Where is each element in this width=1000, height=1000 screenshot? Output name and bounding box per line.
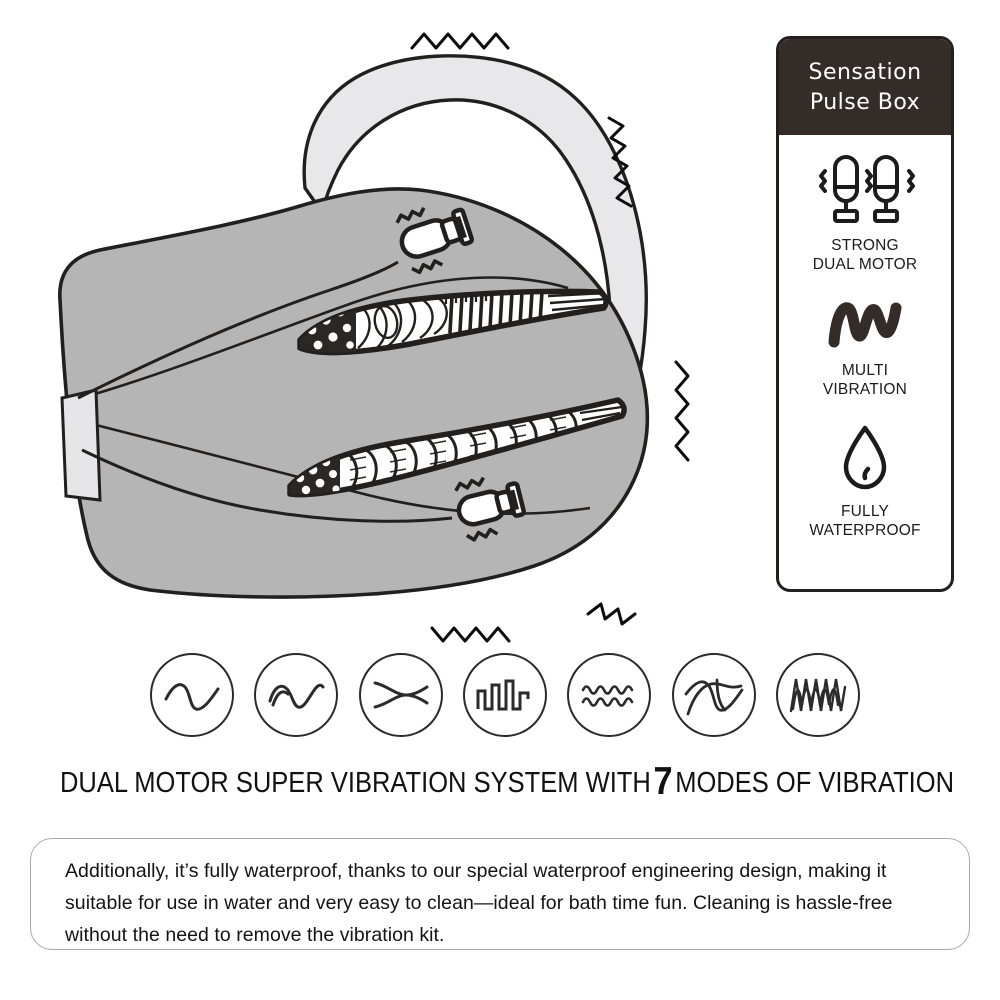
feature-multi-vibration: MULTI VIBRATION: [779, 300, 951, 399]
bullet-vibrator-lower: [81, 448, 526, 542]
mode-icon-sine-wave: [150, 653, 234, 737]
stroker-cutaway-illustration: [0, 0, 760, 650]
description-box: Additionally, it’s fully waterproof, tha…: [30, 838, 970, 950]
mode-icon-double-wave: [254, 653, 339, 737]
water-drop-icon: [834, 423, 896, 493]
feature-label-dual-motor: STRONG DUAL MOTOR: [813, 236, 917, 274]
mode-icon-crossing-waves: [358, 653, 443, 737]
description-text: Additionally, it’s fully waterproof, tha…: [65, 860, 893, 946]
panel-title-line2: Pulse Box: [809, 90, 921, 115]
mode-icon-tall-zigzag: [775, 653, 860, 737]
panel-header: Sensation Pulse Box: [779, 39, 951, 135]
sensation-pulse-box-panel: Sensation Pulse Box: [776, 36, 954, 592]
caption-mode-count: 7: [653, 760, 673, 803]
feature-label-line2: WATERPROOF: [809, 522, 921, 539]
mode-icon-square-wave: [462, 653, 547, 737]
masturbator-body-cutaway: [58, 187, 650, 599]
feature-label-line1: MULTI: [841, 362, 889, 379]
page-title: DUAL MOTOR SUPER VIBRATION SYSTEM WITH7M…: [60, 760, 954, 803]
feature-label-line2: DUAL MOTOR: [812, 256, 918, 273]
vibration-marks: [410, 32, 690, 643]
feature-label-multi-vibration: MULTI VIBRATION: [823, 361, 907, 399]
caption-before-number: DUAL MOTOR SUPER VIBRATION SYSTEM WITH: [60, 767, 651, 799]
mode-icon-overlapping-curves: [671, 653, 756, 737]
feature-label-line2: VIBRATION: [822, 381, 908, 398]
feature-label-line1: FULLY: [840, 503, 890, 520]
caption-after-number: MODES OF VIBRATION: [675, 767, 955, 799]
feature-label-waterproof: FULLY WATERPROOF: [809, 502, 920, 540]
mode-icon-dense-ripple: [567, 653, 652, 737]
feature-label-line1: STRONG: [831, 237, 899, 254]
feature-strong-dual-motor: STRONG DUAL MOTOR: [779, 153, 951, 274]
multi-vibration-wave-icon: [828, 300, 902, 348]
panel-title-line1: Sensation: [808, 60, 922, 85]
vibration-mode-icons: [150, 652, 860, 738]
feature-fully-waterproof: FULLY WATERPROOF: [779, 423, 951, 540]
bullet-vibrator-upper: [77, 207, 475, 400]
lower-textured-channel: [287, 397, 627, 498]
usb-port-panel: [60, 388, 102, 502]
dual-motor-icon: [813, 153, 917, 229]
